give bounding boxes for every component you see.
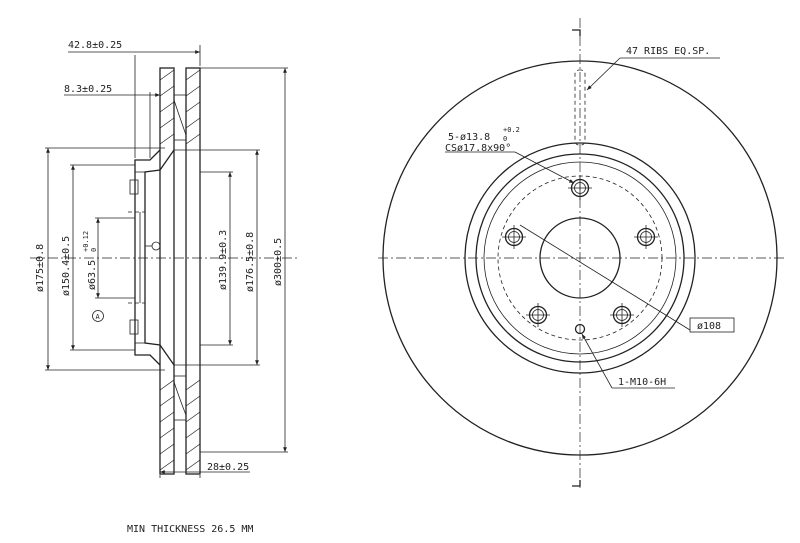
countersink-text: CSø17.8x90° <box>445 143 511 154</box>
dia-176-text: ø176.5±0.8 <box>245 232 256 292</box>
pcd-note: ø108 <box>519 224 735 333</box>
datum-a-label: A <box>96 313 101 321</box>
dim-hat-thickness: 8.3±0.25 <box>64 84 160 158</box>
hat-outer-edge <box>475 153 685 363</box>
friction-inner-edge <box>464 142 696 374</box>
rotor-hat <box>128 149 200 366</box>
dim-overall-width: 42.8±0.25 <box>68 40 201 158</box>
pcd-text: ø108 <box>697 321 721 332</box>
dia-63-tol-upper: +0.12 <box>82 231 90 252</box>
dia-63-text: ø63.5 <box>87 260 98 290</box>
dim-width-text: 42.8±0.25 <box>68 40 122 51</box>
ribs-note-text: 47 RIBS EQ.SP. <box>626 46 710 57</box>
front-view: 47 RIBS EQ.SP. 5-ø13.8 +0.2 0 CSø17.8x90… <box>378 18 785 488</box>
thread-text: 1-M10-6H <box>618 377 666 388</box>
bolt-holes <box>502 176 658 327</box>
pcd-box <box>689 317 735 333</box>
dia-300-text: ø300±0.5 <box>273 238 284 286</box>
dim-hat-thickness-text: 8.3±0.25 <box>64 84 112 95</box>
bolt-hole-4 <box>526 303 550 327</box>
center-bore <box>539 217 621 299</box>
ribs-note: 47 RIBS EQ.SP. <box>586 46 720 91</box>
hat-step <box>483 161 677 355</box>
bolt-holes-tol-lower: 0 <box>503 135 507 143</box>
side-section-view: 42.8±0.25 8.3±0.25 28±0.25 ø175±0.8 <box>30 40 300 478</box>
dia-63-tol-lower: 0 <box>90 248 98 252</box>
thread-note: 1-M10-6H <box>581 333 675 389</box>
bolt-holes-text: 5-ø13.8 <box>448 132 490 143</box>
dia-175-text: ø175±0.8 <box>35 244 46 292</box>
bolt-hole-3 <box>610 303 634 327</box>
dia-150-text: ø150.4±0.5 <box>61 236 72 296</box>
bolt-holes-tol-upper: +0.2 <box>503 126 520 134</box>
threaded-hole <box>574 323 586 335</box>
bolt-hole-5 <box>502 225 526 249</box>
outer-disc-edge <box>382 60 778 456</box>
dim-diameters-left: ø175±0.8 ø150.4±0.5 ø63.5 +0.12 0 A <box>35 147 165 371</box>
bolt-hole-2 <box>634 225 658 249</box>
dia-139-text: ø139.9±0.3 <box>218 230 229 290</box>
dim-rotor-thickness-text: 28±0.25 <box>207 462 249 473</box>
dim-rotor-thickness: 28±0.25 <box>159 462 250 478</box>
min-thickness-note: MIN THICKNESS 26.5 MM <box>127 524 253 535</box>
section-hatching <box>159 69 201 471</box>
bolt-hole-note: 5-ø13.8 +0.2 0 CSø17.8x90° <box>445 126 575 184</box>
bolt-hole-1 <box>568 176 592 200</box>
dim-diameters-right: ø139.9±0.3 ø176.5±0.8 ø300±0.5 <box>200 67 288 453</box>
rotor-outer-plate <box>159 67 201 475</box>
vent-rib-slot <box>574 69 586 146</box>
